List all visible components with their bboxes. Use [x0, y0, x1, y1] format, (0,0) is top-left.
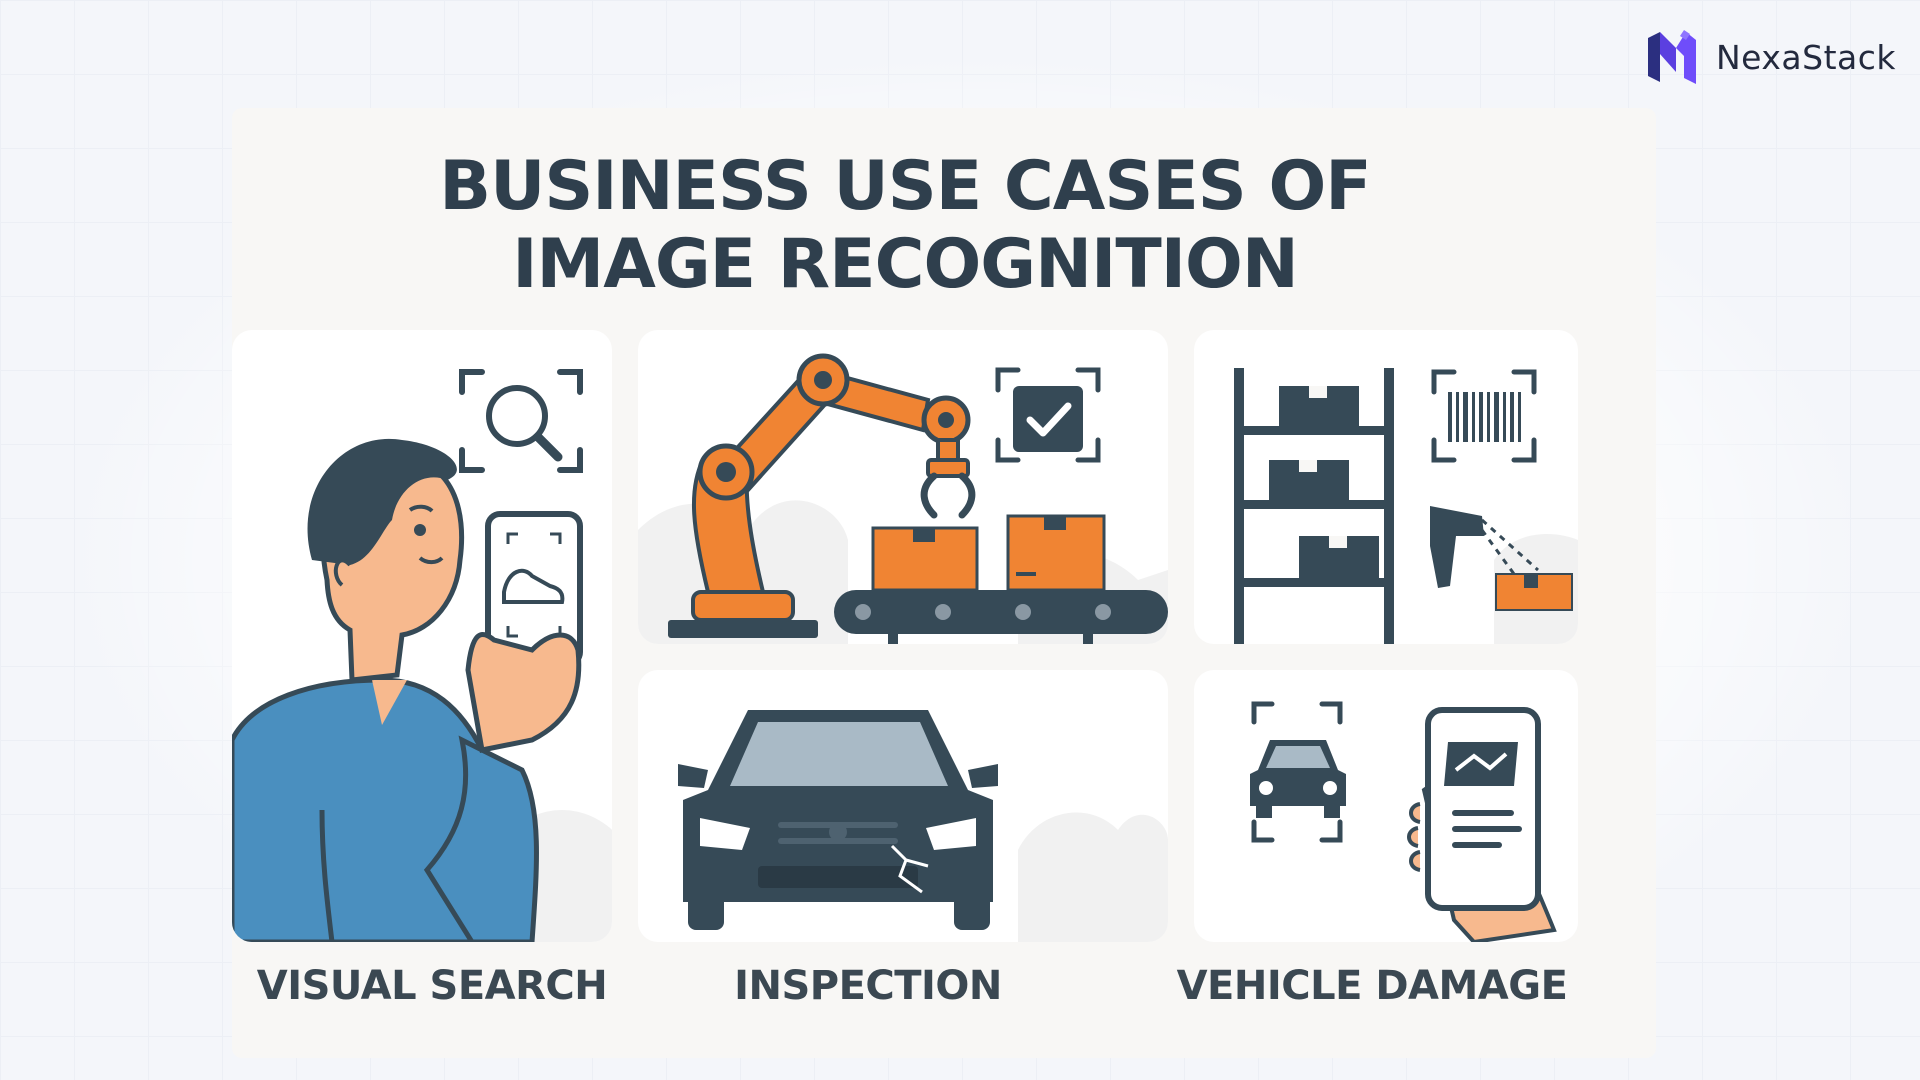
scanner-icon	[1430, 506, 1573, 611]
label-visual-search: VISUAL SEARCH	[256, 963, 608, 1009]
inventory-scan-illustration	[1234, 368, 1578, 644]
nexastack-logo-icon	[1647, 30, 1696, 84]
visual-search-illustration	[232, 369, 612, 942]
car-icon	[678, 710, 998, 930]
panel-car-inspection	[638, 670, 1168, 942]
panel-visual-search	[232, 330, 612, 942]
smartphone-icon	[1407, 707, 1557, 942]
checkmark-icon	[995, 367, 1101, 463]
brand-name: NexaStack	[1715, 37, 1896, 77]
vehicle-damage-illustration	[1250, 701, 1557, 942]
box-icon	[871, 514, 1106, 592]
magnifier-icon	[459, 369, 583, 473]
conveyor-belt-icon	[834, 590, 1168, 644]
car-icon	[1250, 701, 1346, 843]
panel-vehicle-damage	[1194, 670, 1578, 942]
brand[interactable]: NexaStack	[1646, 28, 1896, 86]
robot-inspection-illustration	[638, 353, 1168, 644]
title-line-2: IMAGE RECOGNITION	[512, 225, 1299, 304]
smartphone-icon	[465, 511, 583, 753]
panel-robot-inspection	[638, 330, 1168, 644]
label-vehicle-damage: VEHICLE DAMAGE	[1176, 963, 1568, 1009]
label-inspection: INSPECTION	[734, 963, 1002, 1009]
robot-arm-icon	[668, 353, 976, 638]
infographic-card: BUSINESS USE CASES OF IMAGE RECOGNITION	[232, 108, 1656, 1058]
infographic-title: BUSINESS USE CASES OF IMAGE RECOGNITION	[232, 148, 1578, 304]
panel-inventory-scan	[1194, 330, 1578, 644]
title-line-1: BUSINESS USE CASES OF	[439, 147, 1371, 226]
barcode-icon	[1431, 369, 1537, 463]
person-icon	[232, 438, 539, 942]
shelf-icon	[1234, 368, 1394, 644]
car-inspection-illustration	[678, 710, 1168, 942]
sneaker-icon	[502, 568, 565, 604]
